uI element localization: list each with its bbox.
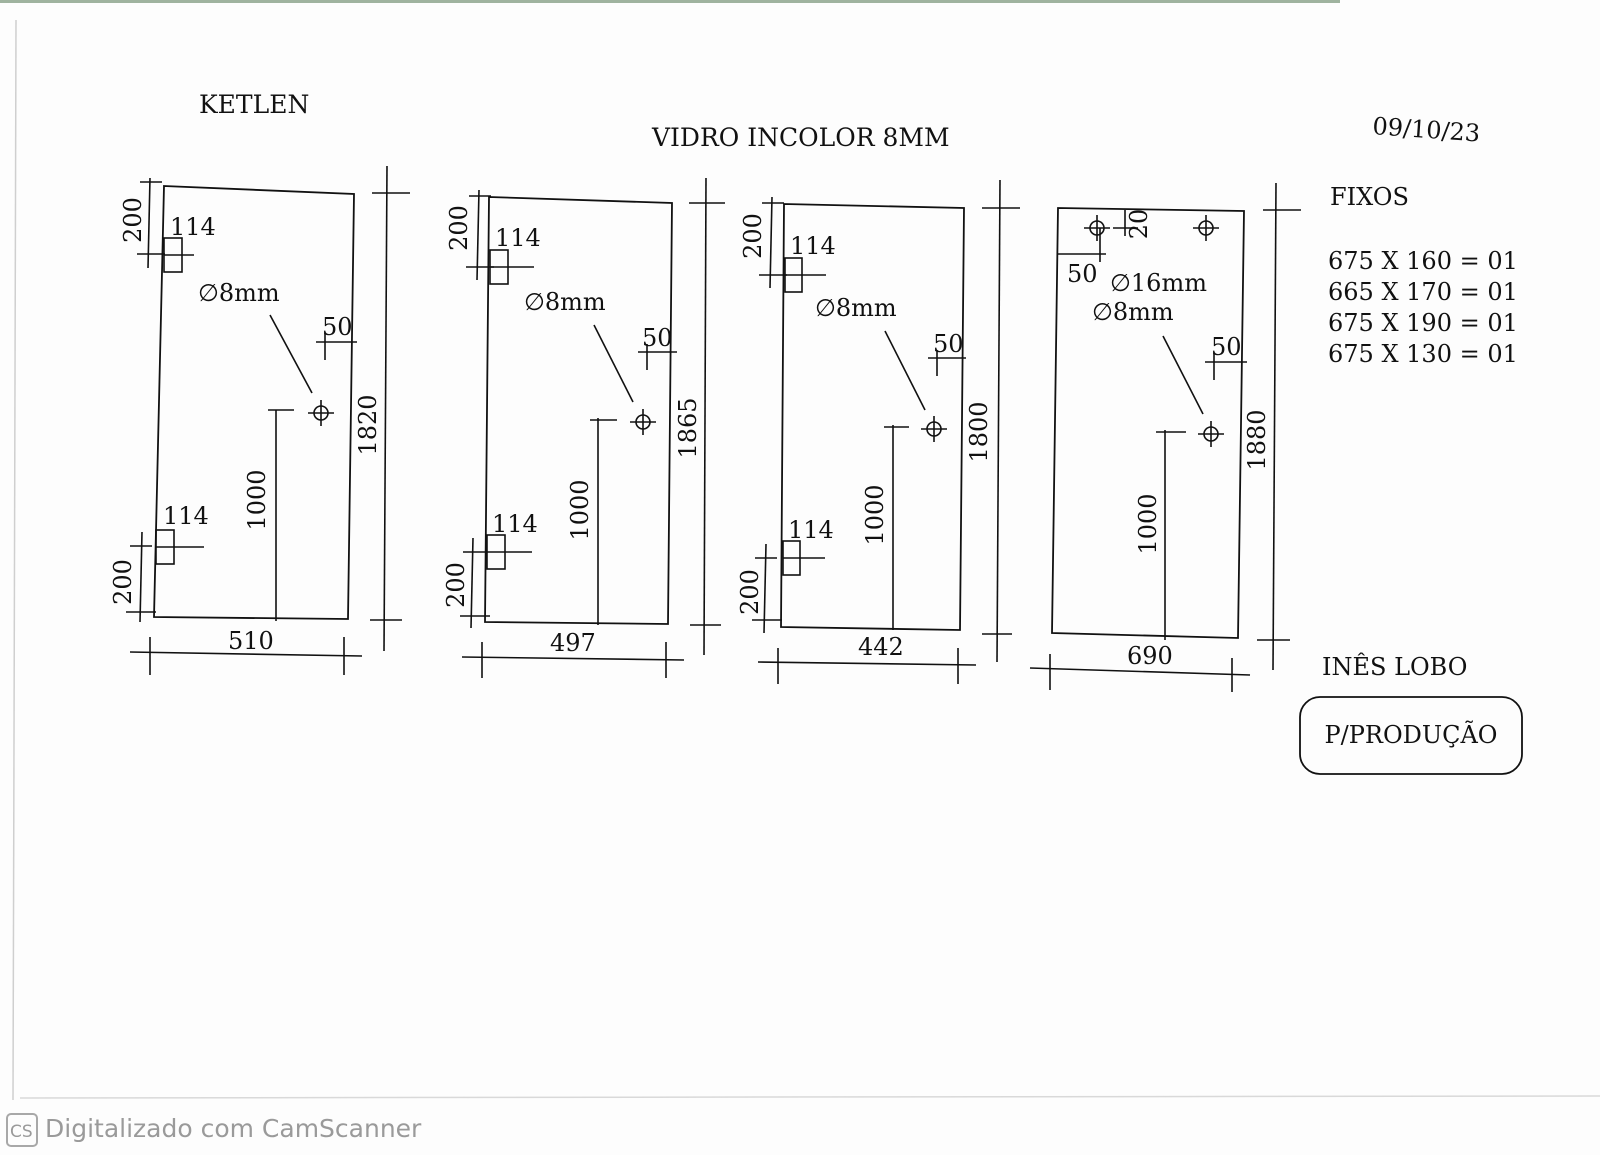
panel-1-hole-offset: 50 (322, 313, 353, 341)
panel-1-hinge-top-label: 200 (119, 197, 147, 243)
panel-3-hole-leader (884, 330, 926, 411)
panel-3-hinge-bottom-label: 200 (736, 569, 764, 615)
panel-3-hole (921, 416, 947, 442)
panel-4-top-holes-side: 50 (1067, 260, 1098, 288)
panel-1-hinge-top-dim (147, 177, 151, 269)
fixos-item: 675 X 190 = 01 (1328, 309, 1518, 337)
panel-2-width: 497 (550, 629, 596, 657)
production-stamp: P/PRODUÇÃO (1325, 720, 1498, 749)
panel-2-height: 1865 (674, 397, 702, 458)
panel-3-height: 1800 (965, 401, 993, 462)
panel-2-hole (630, 409, 656, 435)
fixos-item: 665 X 170 = 01 (1328, 278, 1518, 306)
camscanner-badge: CS (10, 1122, 33, 1142)
scan-edge-bottom (19, 1095, 1600, 1099)
panel-3-hole-offset: 50 (933, 330, 964, 358)
panel-1-hinge-top-size: 114 (170, 213, 216, 241)
panel-1-outline (153, 185, 355, 620)
fixos-item: 675 X 160 = 01 (1328, 247, 1518, 275)
panel-3-outline (780, 203, 965, 631)
panel-1-hinge-bottom-size: 114 (163, 502, 209, 530)
panel-3-hinge-top-dim (769, 196, 773, 289)
panel-4-outline (1051, 207, 1245, 639)
panel-1-width-dim (129, 651, 363, 657)
panel-3-hinge-top-size: 114 (790, 232, 836, 260)
signature: INÊS LOBO (1322, 652, 1467, 681)
panel-1-hinge-bottom-dim (139, 531, 143, 623)
panel-4-hole (1198, 421, 1224, 447)
panel-4-top-hole-left (1084, 215, 1110, 241)
material-title: VIDRO INCOLOR 8MM (651, 123, 950, 152)
panel-4-height: 1880 (1243, 409, 1271, 470)
panel-4-width-dim (1029, 667, 1251, 676)
panel-2-outline (484, 196, 673, 625)
panel-4-hole-label: ∅8mm (1092, 298, 1174, 326)
panel-4: 20 50 ∅16mm ∅8mm 50 1000 1880 690 (1029, 182, 1301, 692)
panel-4-hole-offset: 50 (1211, 333, 1242, 361)
panel-1-height: 1820 (354, 394, 382, 455)
panel-2-hole-offset: 50 (642, 324, 673, 352)
panel-2-hole-label: ∅8mm (524, 288, 606, 316)
drawing-date: 09/10/23 (1372, 112, 1481, 147)
panel-4-height-dim (1272, 182, 1277, 671)
panel-3-hole-label: ∅8mm (815, 294, 897, 322)
panel-3: 200 114 ∅8mm 50 1000 114 200 1800 442 (736, 179, 1020, 684)
panel-2-hinge-top-size: 114 (495, 224, 541, 252)
panel-1-hole-height: 1000 (243, 469, 271, 530)
fixos-title: FIXOS (1330, 183, 1409, 211)
panel-2-hinge-bottom-label: 200 (442, 562, 470, 608)
panel-3-hinge-top-label: 200 (739, 213, 767, 259)
fixos-item: 675 X 130 = 01 (1328, 340, 1518, 368)
panel-2-hinge-bottom-dim (470, 537, 474, 629)
panel-4-top-holes-label: ∅16mm (1110, 269, 1207, 297)
panel-4-top-hole-right (1193, 215, 1219, 241)
panel-2: 200 114 ∅8mm 50 1000 114 200 1865 497 (442, 177, 725, 678)
panel-1-height-dim (383, 165, 388, 652)
panel-1-hole-leader (269, 314, 313, 394)
panel-3-hinge-bottom-dim (763, 543, 767, 634)
camscanner-text: Digitalizado com CamScanner (45, 1114, 422, 1143)
panel-3-hinge-bottom-size: 114 (788, 516, 834, 544)
fixos-list: FIXOS 675 X 160 = 01 665 X 170 = 01 675 … (1328, 183, 1518, 368)
panel-2-hole-height: 1000 (566, 479, 594, 540)
panel-2-width-dim (461, 656, 685, 661)
client-name: KETLEN (199, 90, 309, 119)
production-stamp-box (1299, 696, 1523, 775)
panel-1: 200 114 ∅8mm 50 1000 114 200 (109, 165, 410, 675)
panel-2-hinge-bottom-size: 114 (492, 510, 538, 538)
panel-2-hinge-top-dim (476, 189, 480, 281)
camscanner-watermark: CS Digitalizado com CamScanner (6, 1113, 422, 1147)
panel-1-hole (308, 400, 334, 426)
panel-1-width: 510 (228, 627, 274, 655)
panel-2-height-dim (703, 177, 707, 656)
panel-3-width-dim (757, 661, 977, 666)
panel-4-hole-height: 1000 (1134, 493, 1162, 554)
panel-3-height-dim (996, 179, 1001, 663)
panel-4-top-holes-offset: 20 (1125, 209, 1153, 240)
scan-edge-left (12, 19, 17, 1101)
panel-1-hole-label: ∅8mm (198, 279, 280, 307)
camscanner-logo (6, 1113, 38, 1147)
panel-4-width: 690 (1127, 642, 1173, 670)
panel-3-width: 442 (858, 633, 904, 661)
panel-3-hole-height: 1000 (861, 484, 889, 545)
panel-2-hole-leader (593, 324, 634, 403)
panel-2-hinge-top-label: 200 (445, 205, 473, 251)
panel-4-hole-leader (1162, 335, 1204, 415)
panel-1-hinge-bottom-label: 200 (109, 559, 137, 605)
